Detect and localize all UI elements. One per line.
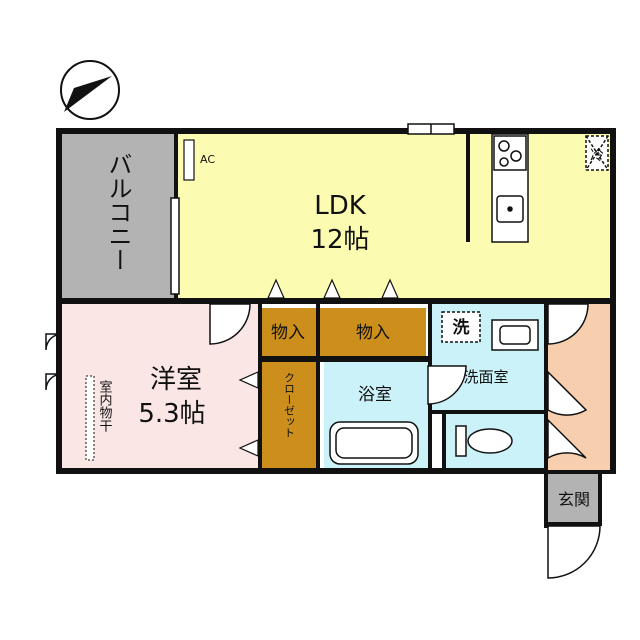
wall-ldk-bottom [56,298,616,304]
drain-icon [507,206,513,212]
window-balcony [170,197,180,295]
door-hall-ldk [547,303,589,345]
bath-label: 浴室 [358,385,392,405]
kitchen-stove [493,135,527,171]
ldk-area [178,133,612,300]
doors [45,303,601,579]
wall-closet-right [316,298,320,474]
burner-icon [510,150,522,162]
wash-fixtures [329,311,539,465]
door-western-left-a [45,333,63,351]
wall-entrance-right [598,470,602,526]
storage-door-mark [267,278,285,299]
storage-door-mark [323,278,341,299]
western-name: 洋室 [150,365,202,395]
closet-label: クローゼット [283,372,296,438]
closet-door-mark [238,371,259,389]
labels: LDK 12帖 バルコニー 洋室 5.3帖 物入 物入 クローゼット 浴室 洗面… [97,148,605,509]
compass [60,60,120,120]
openings [170,123,455,295]
wall-entrance-bottom [544,522,602,526]
burner-icon [498,140,510,152]
wall-toilet-left [442,410,446,470]
kitchen [491,133,609,243]
door-western-left-b [45,373,63,391]
storage-left-area [262,308,316,356]
wall-toilet-top [432,410,546,414]
drying-label: 室内物干 [97,379,113,432]
balcony-area [60,133,174,300]
door-entrance [547,525,601,579]
fridge-label: 冷 [590,148,604,164]
door-toilet [547,418,587,460]
north-arrow-icon [64,76,112,112]
ac-unit [183,139,195,181]
wall-bottom [56,468,546,474]
burner-icon [499,157,509,167]
toilet-bowl [467,428,513,454]
drying-rack [85,375,95,461]
balcony-name: バルコニー [104,152,132,272]
western-size: 5.3帖 [138,399,205,429]
toilet-tank [455,425,467,457]
door-washroom-bath [427,365,467,405]
closet-area [262,362,316,470]
wall-kitchen-counter-left [466,134,470,242]
storage-left-label: 物入 [271,323,305,343]
entrance-label: 玄関 [558,490,590,509]
wall-western-right [258,298,262,474]
door-western-ldk [209,303,251,345]
wash-basin-bowl [499,325,531,345]
storage-door-marks [238,278,399,457]
washer-label: 洗 [453,317,470,338]
door-hall-washroom [547,370,588,416]
storage-right-area [320,308,426,356]
storage-right-label: 物入 [356,323,390,343]
ldk-size: 12帖 [310,225,369,255]
washer-space [441,311,481,343]
entrance-area [548,474,600,522]
wall-storage-bottom [258,356,430,362]
wall-entrance-top [544,470,616,474]
wall-top [56,128,616,134]
washroom-label: 洗面室 [463,368,508,386]
ldk-name: LDK [314,191,367,221]
fridge-cross [585,135,609,171]
ac-label: AC [200,153,215,166]
closet-door-mark [238,439,259,457]
storage-door-mark [381,278,399,299]
bathtub-inner [335,427,413,459]
